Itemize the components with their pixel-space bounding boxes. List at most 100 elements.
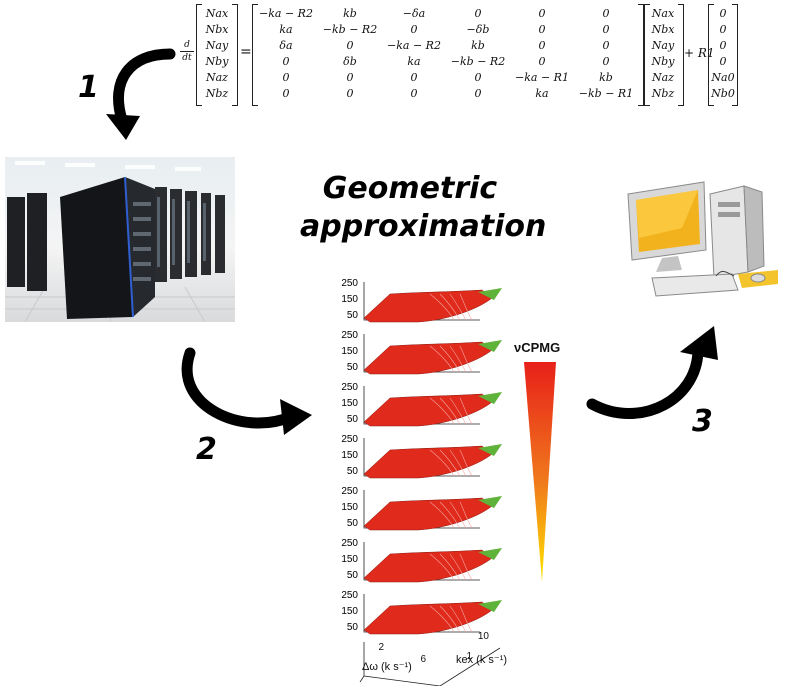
x-tick-label: 6 — [420, 654, 426, 665]
surface-contour — [429, 397, 455, 425]
matrix-entry: 0 — [602, 23, 610, 36]
surface-sheet — [363, 341, 493, 375]
vector-entry: Nay — [651, 39, 675, 52]
matrix-entry: 0 — [282, 71, 290, 84]
panel-axis — [363, 282, 480, 321]
plus-r1: + R1 — [684, 46, 715, 60]
surface-contour — [459, 345, 473, 373]
matrix-entry: −kb − R2 — [450, 55, 506, 68]
z-tick-label: 250 — [341, 434, 358, 445]
panel-axis — [363, 438, 480, 477]
z-tick-label: 50 — [347, 362, 359, 373]
matrix-entry: 0 — [474, 87, 482, 100]
y-axis-label: kex (k s⁻¹) — [456, 654, 508, 666]
z-tick-label: 150 — [341, 554, 358, 565]
vector-entry: 0 — [719, 39, 727, 52]
curved-arrow-icon — [106, 48, 176, 140]
vector-entry: Nbz — [651, 87, 675, 100]
z-tick-label: 50 — [347, 310, 359, 321]
vector-entry: Nb0 — [711, 87, 735, 100]
surface-panel: 250 150 50 — [341, 434, 502, 479]
title-line-2: approximation — [300, 209, 547, 244]
z-tick-label: 150 — [341, 346, 358, 357]
vector-entry: Nbz — [205, 87, 229, 100]
surface-contour — [449, 501, 467, 529]
matrix-entry: 0 — [410, 23, 418, 36]
title-line-1: Geometric — [322, 171, 498, 206]
matrix-entry: 0 — [538, 39, 546, 52]
vector-entry: Nax — [205, 7, 229, 20]
z-tick-label: 50 — [347, 466, 359, 477]
matrix-entry: 0 — [474, 71, 482, 84]
step-number-2: 2 — [196, 432, 217, 467]
z-tick-label: 250 — [341, 486, 358, 497]
surface-contour — [439, 397, 461, 425]
surface-contour — [449, 605, 467, 633]
surface-contour — [439, 345, 461, 373]
surface-contour — [449, 397, 467, 425]
z-tick-label: 250 — [341, 590, 358, 601]
x-tick-label: 2 — [378, 642, 384, 653]
surface-contour — [429, 553, 455, 581]
matrix-entry: kb — [471, 39, 485, 52]
surface-sheet — [363, 549, 493, 583]
z-tick-label: 150 — [341, 502, 358, 513]
matrix-entry: 0 — [602, 7, 610, 20]
plot-base-axes — [359, 642, 501, 687]
surface-contour — [439, 553, 461, 581]
surface-contour — [449, 553, 467, 581]
surface-contour — [439, 449, 461, 477]
diagram-title: Geometric approximation — [300, 170, 547, 246]
y-tick-label: 1 — [466, 651, 472, 662]
surface-contour — [459, 397, 473, 425]
surface-sheet — [363, 445, 493, 479]
surface-contour — [459, 553, 473, 581]
z-tick-label: 250 — [341, 278, 358, 289]
matrix-entry: 0 — [538, 7, 546, 20]
x-axis-label: Δω (k s⁻¹) — [362, 661, 412, 673]
surface-tip — [478, 288, 502, 300]
z-tick-label: 50 — [347, 622, 359, 633]
desktop-computer-icon — [622, 178, 782, 300]
panel-axis — [363, 334, 480, 373]
surface-contour — [429, 345, 455, 373]
surface-contour — [429, 605, 455, 633]
matrix-entry: kb — [343, 7, 357, 20]
vector-entry: 0 — [719, 23, 727, 36]
surface-tip — [478, 392, 502, 404]
vector-entry: Nax — [651, 7, 675, 20]
surface-contour — [429, 449, 455, 477]
vector-entry: Na0 — [711, 71, 735, 84]
matrix-entry: 0 — [538, 55, 546, 68]
matrix-entry: 0 — [282, 87, 290, 100]
cpmg-gradient-wedge — [524, 362, 556, 582]
panel-axis — [363, 542, 480, 581]
matrix-entry: ka — [407, 55, 421, 68]
step-number-3: 3 — [692, 404, 713, 439]
vector-entry: Nbx — [651, 23, 675, 36]
surface-contour — [459, 293, 473, 321]
z-tick-label: 250 — [341, 538, 358, 549]
equals-sign: = — [240, 44, 252, 60]
derivative-denominator: dt — [182, 53, 192, 63]
vector-entry: Nbx — [205, 23, 229, 36]
surface-tip — [478, 496, 502, 508]
matrix-entry: 0 — [346, 71, 354, 84]
surface-tip — [478, 340, 502, 352]
legend-label: νCPMG — [514, 340, 561, 355]
vector-entry: Naz — [652, 71, 674, 84]
surface-sheet — [363, 601, 493, 635]
vector-entry: Nay — [205, 39, 229, 52]
z-tick-label: 150 — [341, 450, 358, 461]
matrix-entry: 0 — [474, 7, 482, 20]
matrix-entry: δb — [343, 55, 357, 68]
